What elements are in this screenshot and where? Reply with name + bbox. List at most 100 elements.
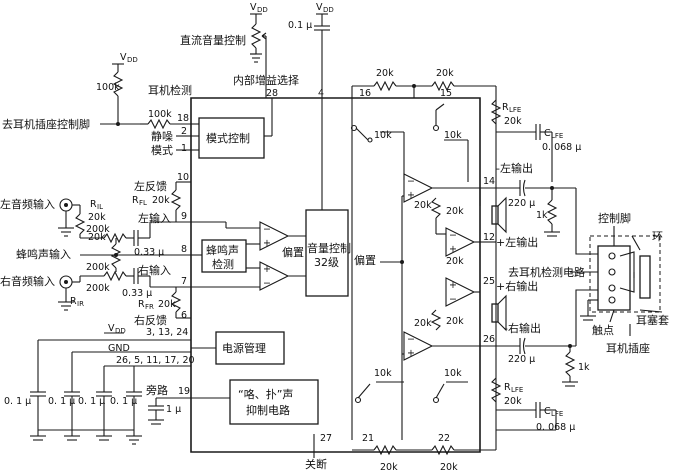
right-output-opamp-2: − + (402, 331, 480, 361)
rfr-value: 20k (158, 299, 176, 310)
r-10k-bottom-1: 10k (374, 368, 392, 379)
pop-suppression-line1: “咯、扑”声 (238, 387, 293, 401)
c-right-value: 0.33 μ (122, 288, 152, 299)
pin-26: 26 (483, 334, 495, 345)
r-20k-left-inv-1: 20k (446, 206, 464, 217)
volume-control-line1: 音量控制 (307, 241, 351, 255)
r-10k-top-2: 10k (444, 130, 462, 141)
vdd-sub-3: DD (127, 56, 138, 64)
clfe-top-sub: LFE (551, 132, 563, 140)
r-20k-right-inv-1: 20k (446, 316, 464, 327)
r-200k-left: 200k (86, 224, 110, 235)
rlfe-bottom-label: R (504, 382, 511, 393)
ring-label: 环 (652, 230, 663, 243)
plug-label: 耳塞套 (636, 313, 669, 327)
cap-4: 0. 1 μ (110, 396, 137, 407)
headphone-detect-label: 耳机检测 (148, 83, 192, 97)
pin-16: 16 (359, 88, 371, 99)
mode-control-block: 模式控制 (191, 98, 273, 159)
c-right-out-value: 220 μ (508, 354, 535, 365)
ril-label: R (90, 199, 97, 210)
r-pullup-value: 100k (96, 82, 120, 93)
right-audio-jack: 右音频输入 R IR (0, 274, 84, 311)
vdd-sub-2: DD (323, 6, 334, 14)
rlfe-bottom-sub: LFE (511, 386, 523, 394)
rir-sub: IR (77, 300, 84, 308)
beep-detect-line2: 检测 (212, 257, 234, 271)
vdd-supply-rail: V DD 3, 13, 24 GND 26, 5, 11, 17, 20 (38, 323, 195, 367)
left-out-plus-label: +左输出 (496, 235, 538, 249)
svg-text:−: − (407, 334, 415, 345)
power-management-block: 电源管理 (191, 331, 285, 365)
r-10k-bottom-2: 10k (444, 368, 462, 379)
r-200k-right-2: 200k (86, 283, 110, 294)
r-20k-left-fb: 20k (414, 200, 432, 211)
internal-gain-label: 内部增益选择 (233, 73, 299, 87)
ril-value: 20k (88, 212, 106, 223)
left-input-label: 左输入 (138, 211, 171, 225)
vdd-headphone-detect: V DD 100k (96, 52, 138, 124)
pin-28: 28 (266, 88, 278, 99)
clfe-top-value: 0. 068 μ (542, 142, 581, 153)
pin-2: 2 (181, 126, 187, 137)
dc-volume-label: 直流音量控制 (180, 33, 246, 47)
right-feedback-label: 右反馈 (134, 313, 167, 327)
r-200k-right-1: 200k (86, 262, 110, 273)
volume-control-line2: 32级 (314, 256, 339, 269)
volume-potentiometer: 直流音量控制 (180, 23, 267, 98)
pop-suppression-line2: 抑制电路 (246, 403, 290, 417)
mode-control-label: 模式控制 (206, 131, 250, 145)
rfl-sub: FL (139, 199, 147, 207)
svg-text:−: − (449, 294, 457, 305)
c-left-out-value: 220 μ (508, 198, 535, 209)
left-output-cap: 220 μ 1k (480, 179, 576, 237)
svg-text:−: − (407, 176, 415, 187)
pin-27: 27 (320, 433, 332, 444)
control-pin-label: 控制脚 (598, 211, 631, 225)
left-output-opamp-2: − + 20k 20k (435, 206, 480, 267)
right-input-label: 右输入 (138, 263, 171, 277)
headphone-jack: 控制脚 环 去耳机检测电路 触点 耳塞套 耳机插座 (508, 188, 669, 355)
vdd-label: V (250, 2, 257, 13)
pin-8: 8 (181, 244, 187, 255)
right-out-plus-label: +右输出 (496, 279, 538, 293)
left-audio-jack: 左音频输入 (0, 197, 80, 237)
to-detect-circuit-label: 去耳机检测电路 (508, 265, 585, 279)
cap-2: 0. 1 μ (48, 396, 75, 407)
left-output-opamp-1: − + 20k (401, 173, 480, 440)
pin-1: 1 (181, 143, 187, 154)
left-audio-input-label: 左音频输入 (0, 197, 55, 211)
rlfe-top-sub: LFE (509, 106, 521, 114)
svg-text:−: − (263, 278, 271, 289)
r-bottom-1: 20k (380, 462, 398, 472)
left-input-opamp: − + (191, 221, 306, 251)
svg-text:+: + (263, 264, 271, 275)
pin-18: 18 (177, 113, 189, 124)
r-20k-right-inv-2: 20k (414, 318, 432, 329)
rfl-resistor: R FL 20k (132, 181, 191, 222)
bottom-feedback-network: 10k 10k 20k 20k (351, 346, 497, 472)
clfe-bottom-label: C (544, 406, 551, 417)
right-rlfe: R LFE 20k C LFE 0. 068 μ (490, 377, 575, 433)
vdd-sub-4: DD (115, 327, 126, 335)
beep-detect-line1: 蜂鸣声 (206, 243, 239, 257)
pin-10: 10 (177, 172, 189, 183)
svg-text:−: − (263, 224, 271, 235)
r-20k-right: 20k (88, 232, 106, 243)
ril-resistor: R IL 20k (74, 199, 106, 238)
pin-19: 19 (178, 386, 190, 397)
ril-sub: IL (97, 203, 103, 211)
beep-detect-block: 蜂鸣声 检测 (191, 239, 247, 273)
left-out-minus-label: -左输出 (496, 161, 533, 175)
clfe-bottom-value: 0. 068 μ (536, 422, 575, 433)
pin-12: 12 (483, 232, 495, 243)
r-1k-left: 1k (536, 210, 548, 221)
svg-text:+: + (407, 348, 415, 359)
to-jack-pin-label: 去耳机插座控制脚 (2, 117, 90, 131)
clfe-bottom-sub: LFE (551, 410, 563, 418)
rlfe-top-label: R (502, 102, 509, 113)
c-left-value: 0.33 μ (134, 247, 164, 258)
right-speaker (491, 294, 507, 332)
power-management-label: 电源管理 (222, 341, 266, 355)
